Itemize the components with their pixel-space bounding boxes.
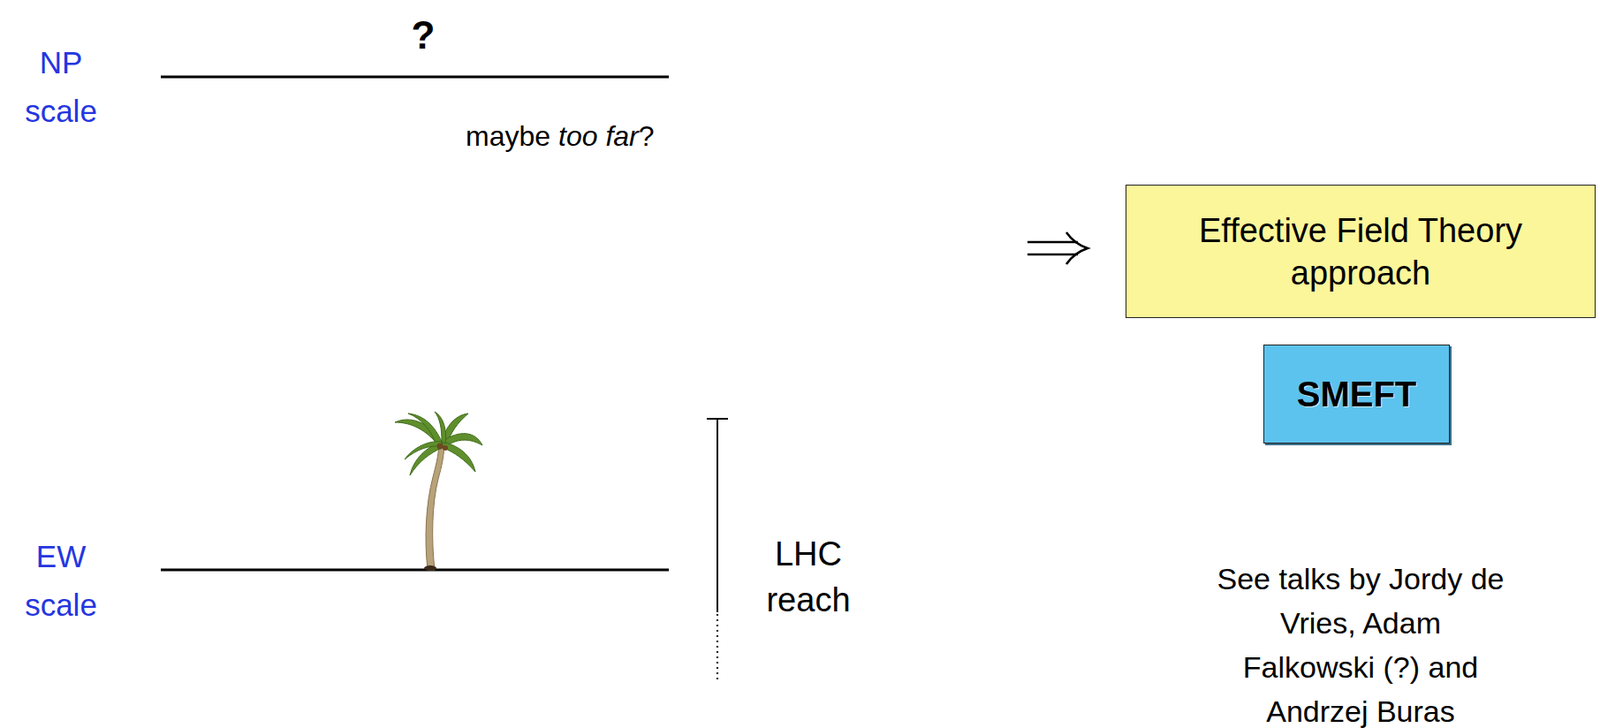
reach-dotted (716, 614, 719, 683)
remark-text: maybe (465, 119, 551, 153)
implies-arrow (1027, 232, 1088, 265)
remark-line: maybetoo far? (465, 119, 655, 153)
box-text: SMEFT (1296, 372, 1418, 416)
concept-box: Effective Field Theory approach (1125, 184, 1596, 319)
scale-name: EW scale (7, 531, 114, 630)
framework-box: SMEFT (1263, 344, 1450, 444)
remark-text: too far (558, 119, 639, 153)
np-scale-line (160, 75, 669, 79)
remark-text: ? (638, 119, 655, 153)
reach-bar (716, 418, 719, 613)
box-text: Effective Field Theory approach (1137, 209, 1584, 295)
talks-note: See talks by Jordy de Vries, Adam Falkow… (1210, 556, 1511, 728)
ew-scale-line (160, 568, 669, 572)
unknown-mark: ? (396, 12, 450, 59)
scale-name: NP scale (7, 37, 114, 136)
reach-cap (706, 417, 728, 420)
reach-label: LHC reach (746, 530, 871, 623)
palm-tree (394, 411, 483, 571)
